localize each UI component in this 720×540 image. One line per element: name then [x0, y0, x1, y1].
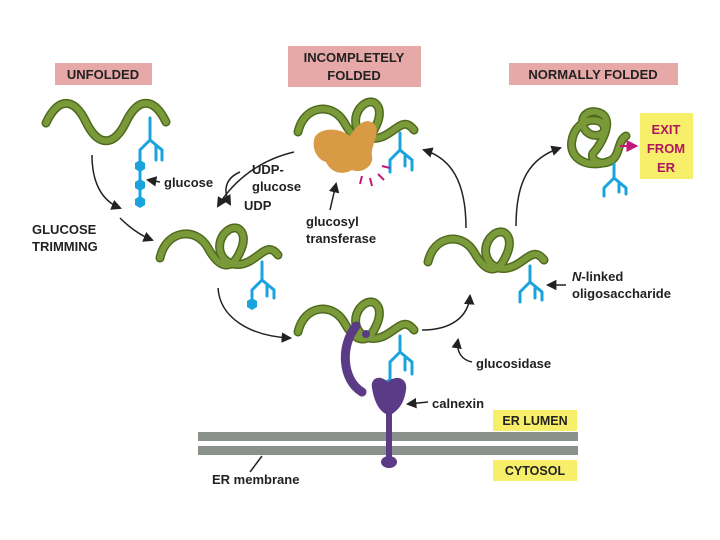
svg-text:FROM: FROM — [647, 141, 685, 156]
svg-text:FOLDED: FOLDED — [327, 68, 380, 83]
glycan-trimmed — [250, 260, 276, 300]
svg-text:EXIT: EXIT — [652, 122, 681, 137]
pointer-glucose — [145, 176, 161, 187]
label-glucose-trimming: GLUCOSE — [32, 222, 97, 237]
arrow-released-to-incomplete — [421, 147, 467, 229]
label-udp-glucose: UDP- — [252, 162, 284, 177]
glucose-unit-trimmed — [247, 298, 257, 310]
label-unfolded: UNFOLDED — [55, 63, 152, 85]
arrow-bound-to-released — [421, 293, 475, 331]
label-er-membrane: ER membrane — [212, 472, 299, 487]
label-incompletely-folded: INCOMPLETELY FOLDED — [288, 46, 421, 87]
protein-incompletely-folded — [293, 97, 419, 144]
arrow-trimmed-to-bound — [217, 287, 293, 343]
label-glucosidase: glucosidase — [476, 356, 551, 371]
pointer-er-membrane — [249, 455, 263, 473]
svg-text:ER: ER — [657, 160, 676, 175]
label-n-linked: N-linked — [572, 269, 623, 284]
pointer-calnexin — [405, 397, 429, 409]
glucosyl-transferase-enzyme — [313, 121, 377, 173]
label-udp: UDP — [244, 198, 272, 213]
protein-unfolded — [41, 98, 171, 146]
arrow-unfolded-to-trimmed — [91, 154, 122, 210]
label-glucose-trimming-2: TRIMMING — [32, 239, 98, 254]
label-exit-from-er: EXIT FROM ER — [640, 113, 693, 179]
label-oligosaccharide: oligosaccharide — [572, 286, 671, 301]
svg-text:CYTOSOL: CYTOSOL — [505, 464, 566, 478]
arrow-udp-glucose-in — [221, 171, 241, 206]
pointer-glucosyl-transferase — [328, 181, 340, 211]
protein-trimmed — [155, 223, 283, 270]
cycle-arrows — [91, 145, 566, 473]
label-normally-folded: NORMALLY FOLDED — [509, 63, 678, 85]
arrow-released-to-folded — [515, 145, 562, 227]
label-er-lumen: ER LUMEN — [493, 410, 577, 431]
svg-text:ER LUMEN: ER LUMEN — [502, 414, 567, 428]
label-udp-glucose-2: glucose — [252, 179, 301, 194]
protein-normally-folded — [567, 107, 631, 169]
pointer-glucosidase — [451, 337, 473, 363]
glycan-normally-folded — [602, 162, 628, 198]
protein-bound-calnexin — [293, 297, 419, 344]
svg-text:INCOMPLETELY: INCOMPLETELY — [304, 50, 405, 65]
calnexin-protein — [340, 321, 407, 468]
glucose-units-unfolded — [135, 160, 145, 208]
transferase-activity-marks — [359, 165, 391, 187]
protein-released — [423, 227, 549, 274]
label-cytosol: CYTOSOL — [493, 460, 577, 481]
glycan-released — [518, 264, 544, 304]
label-transferase: transferase — [306, 231, 376, 246]
glycan-bound — [388, 334, 414, 380]
label-calnexin: calnexin — [432, 396, 484, 411]
glycan-incompletely-folded — [388, 131, 414, 174]
svg-text:NORMALLY FOLDED: NORMALLY FOLDED — [528, 67, 657, 82]
label-glucose: glucose — [164, 175, 213, 190]
arrow-glucose-to-trimmed — [119, 217, 154, 242]
label-glucosyl: glucosyl — [306, 214, 359, 229]
svg-text:UNFOLDED: UNFOLDED — [67, 67, 139, 82]
